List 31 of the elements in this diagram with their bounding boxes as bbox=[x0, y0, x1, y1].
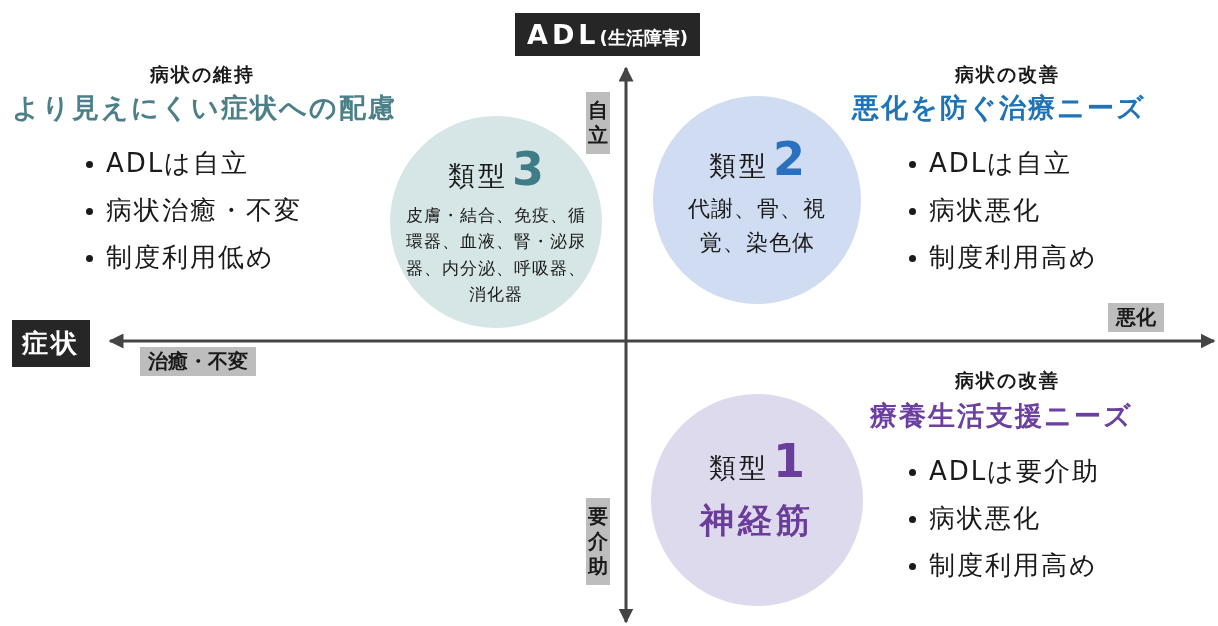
category-description: 代謝、骨、視覚、染色体 bbox=[687, 195, 827, 258]
quadrant-subtitle: 病状の改善 bbox=[955, 368, 1060, 393]
quadrant-subtitle: 病状の改善 bbox=[955, 62, 1060, 87]
bullet-item: ADLは自立 bbox=[82, 146, 250, 181]
quadrant-heading: 療養生活支援ニーズ bbox=[870, 399, 1133, 433]
type-number: 2 bbox=[773, 136, 805, 182]
category-description: 神経筋 bbox=[698, 499, 815, 542]
axis-end-label: 自立 bbox=[586, 92, 610, 154]
axis-title: ADL bbox=[527, 19, 600, 50]
bullet-item: 制度利用高め bbox=[905, 548, 1098, 583]
bullet-item: 病状治癒・不変 bbox=[82, 193, 302, 228]
axis-end-label: 要介助 bbox=[586, 498, 610, 585]
bullet-item: ADLは自立 bbox=[905, 146, 1073, 181]
axis-title-note: (生活障害) bbox=[599, 27, 688, 48]
quadrant-heading: 悪化を防ぐ治療ニーズ bbox=[852, 91, 1146, 125]
axis-title: 症状 bbox=[12, 320, 90, 367]
bullet-item: 制度利用低め bbox=[82, 240, 275, 275]
type-label: 類型 bbox=[709, 149, 769, 183]
type-number: 1 bbox=[773, 438, 805, 484]
axis-end-label: 悪化 bbox=[1108, 303, 1164, 332]
type-label: 類型 bbox=[448, 159, 508, 193]
quadrant-subtitle: 病状の維持 bbox=[150, 62, 255, 87]
axis-end-label: 治癒・不変 bbox=[140, 347, 256, 376]
bullet-item: 病状悪化 bbox=[905, 501, 1041, 536]
bullet-item: 制度利用高め bbox=[905, 240, 1098, 275]
bullet-item: 病状悪化 bbox=[905, 193, 1041, 228]
type-label: 類型 bbox=[709, 451, 769, 485]
bullet-item: ADLは要介助 bbox=[905, 454, 1101, 489]
type-number: 3 bbox=[512, 146, 544, 192]
category-description: 皮膚・結合、免疫、循環器、血液、腎・泌尿器、内分泌、呼吸器、消化器 bbox=[405, 204, 587, 307]
quadrant-heading: より見えにくい症状への配慮 bbox=[12, 91, 397, 125]
